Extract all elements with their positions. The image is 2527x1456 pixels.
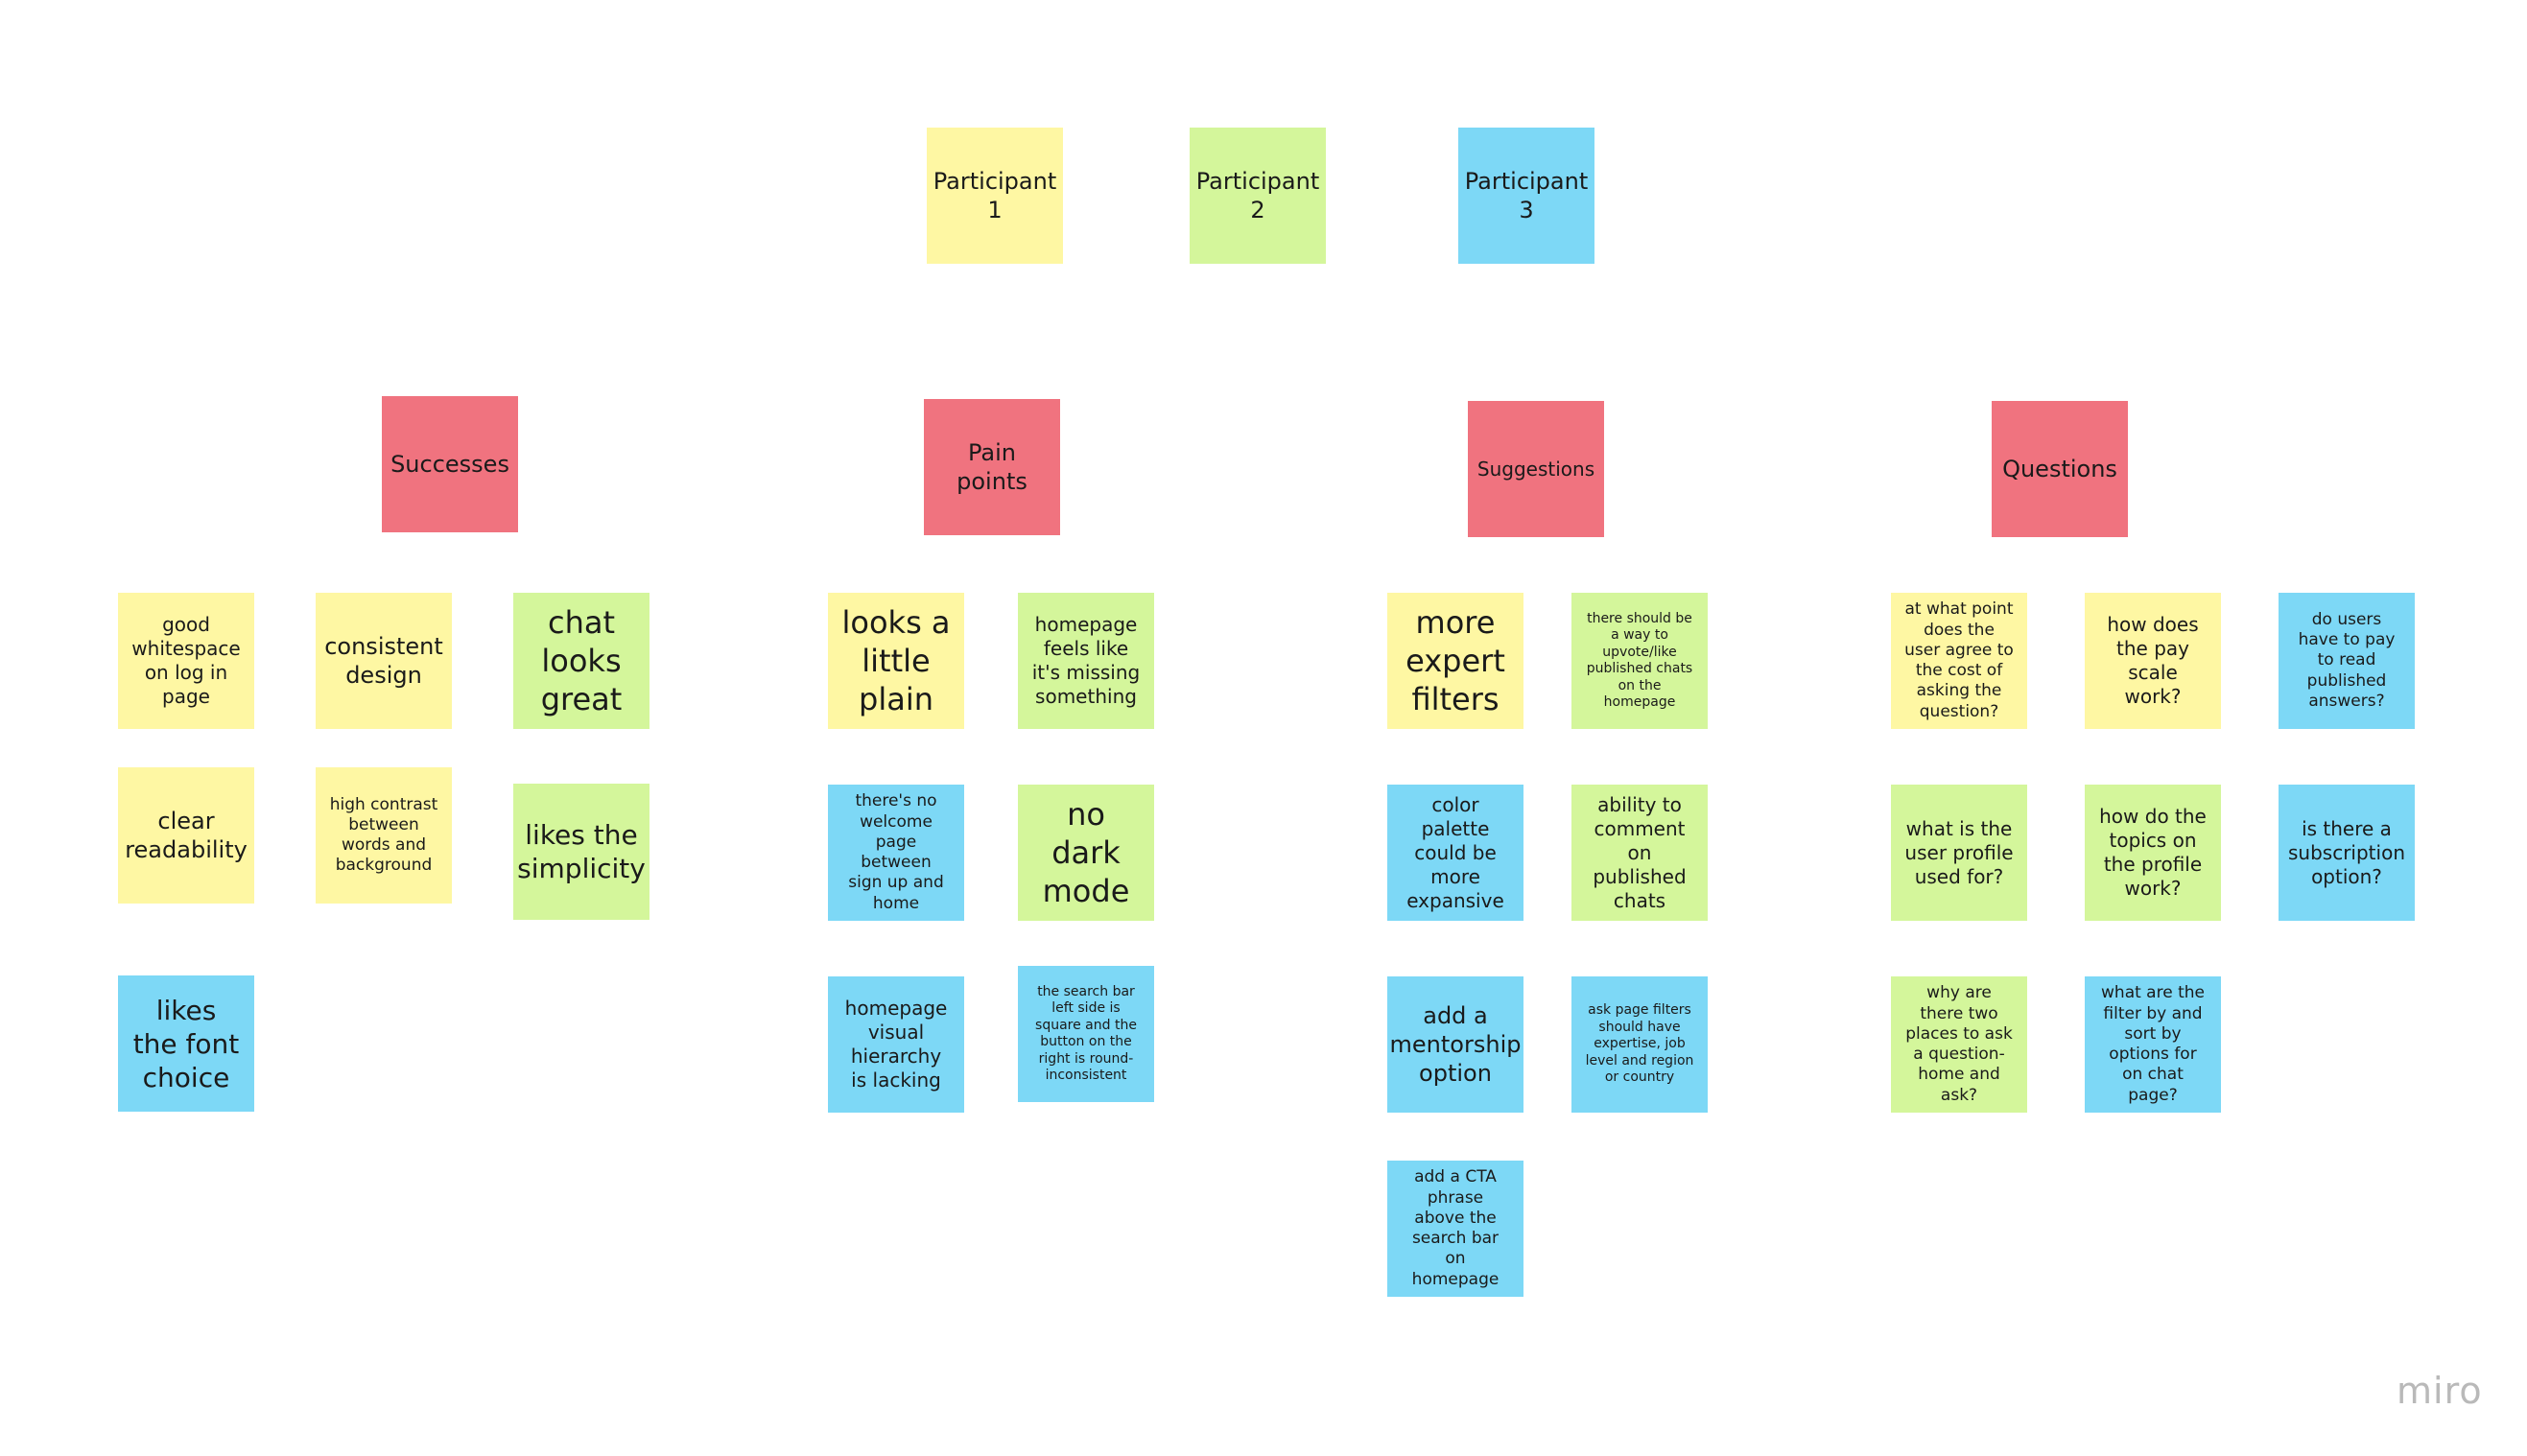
sticky-text: ask page filters should have expertise, … (1585, 1002, 1694, 1086)
miro-logo: miro (2397, 1370, 2483, 1412)
sticky-pain-point[interactable]: looks a little plain (828, 593, 964, 729)
sticky-question[interactable]: what is the user profile used for? (1891, 785, 2027, 921)
sticky-success[interactable]: likes the simplicity (513, 784, 649, 920)
sticky-text: how does the pay scale work? (2107, 613, 2199, 708)
sticky-success[interactable]: consistent design (316, 593, 452, 729)
sticky-participant-3[interactable]: Participant 3 (1458, 128, 1594, 264)
sticky-pain-point[interactable]: homepage feels like it's missing somethi… (1018, 593, 1154, 729)
sticky-text: chat looks great (540, 604, 623, 717)
sticky-text: more expert filters (1405, 604, 1505, 717)
sticky-question[interactable]: at what point does the user agree to the… (1891, 593, 2027, 729)
sticky-text: likes the simplicity (517, 819, 646, 884)
sticky-text: ability to comment on published chats (1593, 792, 1687, 912)
sticky-text: how do the topics on the profile work? (2099, 805, 2207, 900)
sticky-suggestion[interactable]: color palette could be more expansive (1387, 785, 1523, 921)
sticky-text: no dark mode (1042, 796, 1130, 909)
sticky-participant-1[interactable]: Participant 1 (927, 128, 1063, 264)
sticky-text: Participant 1 (933, 168, 1057, 223)
sticky-pain-point[interactable]: no dark mode (1018, 785, 1154, 921)
sticky-question[interactable]: what are the filter by and sort by optio… (2085, 976, 2221, 1113)
sticky-text: why are there two places to ask a questi… (1905, 983, 2013, 1105)
sticky-participant-2[interactable]: Participant 2 (1190, 128, 1326, 264)
sticky-suggestion[interactable]: ask page filters should have expertise, … (1571, 976, 1708, 1113)
sticky-text: there's no welcome page between sign up … (848, 791, 944, 913)
sticky-text: looks a little plain (841, 604, 951, 717)
sticky-success[interactable]: good whitespace on log in page (118, 593, 254, 729)
sticky-text: good whitespace on log in page (131, 613, 241, 708)
sticky-text: there should be a way to upvote/like pub… (1586, 610, 1693, 711)
sticky-text: the search bar left side is square and t… (1035, 983, 1137, 1084)
sticky-text: add a CTA phrase above the search bar on… (1411, 1167, 1500, 1289)
sticky-text: what is the user profile used for? (1904, 816, 2014, 888)
sticky-text: likes the font choice (132, 994, 240, 1093)
sticky-category-successes[interactable]: Successes (382, 396, 518, 532)
sticky-text: consistent design (324, 633, 443, 689)
sticky-text: Successes (390, 451, 509, 478)
sticky-suggestion[interactable]: add a CTA phrase above the search bar on… (1387, 1161, 1523, 1297)
sticky-text: color palette could be more expansive (1406, 792, 1504, 912)
sticky-question[interactable]: do users have to pay to read published a… (2279, 593, 2415, 729)
sticky-text: what are the filter by and sort by optio… (2101, 983, 2205, 1105)
sticky-suggestion[interactable]: there should be a way to upvote/like pub… (1571, 593, 1708, 729)
sticky-text: add a mentorship option (1389, 1002, 1522, 1087)
sticky-text: is there a subscription option? (2288, 816, 2405, 888)
sticky-question[interactable]: how does the pay scale work? (2085, 593, 2221, 729)
sticky-text: Participant 2 (1195, 168, 1320, 223)
sticky-success[interactable]: chat looks great (513, 593, 649, 729)
sticky-text: Suggestions (1476, 457, 1595, 481)
sticky-success[interactable]: high contrast between words and backgrou… (316, 767, 452, 904)
sticky-text: at what point does the user agree to the… (1904, 599, 2014, 721)
sticky-text: do users have to pay to read published a… (2298, 609, 2396, 711)
sticky-question[interactable]: why are there two places to ask a questi… (1891, 976, 2027, 1113)
sticky-suggestion[interactable]: ability to comment on published chats (1571, 785, 1708, 921)
sticky-pain-point[interactable]: there's no welcome page between sign up … (828, 785, 964, 921)
sticky-question[interactable]: how do the topics on the profile work? (2085, 785, 2221, 921)
sticky-pain-point[interactable]: the search bar left side is square and t… (1018, 966, 1154, 1102)
sticky-suggestion[interactable]: more expert filters (1387, 593, 1523, 729)
sticky-category-pain-points[interactable]: Pain points (924, 399, 1060, 535)
sticky-text: homepage feels like it's missing somethi… (1031, 613, 1141, 708)
sticky-text: Pain points (956, 439, 1027, 495)
sticky-question[interactable]: is there a subscription option? (2279, 785, 2415, 921)
sticky-suggestion[interactable]: add a mentorship option (1387, 976, 1523, 1113)
sticky-text: Questions (2002, 456, 2117, 482)
sticky-pain-point[interactable]: homepage visual hierarchy is lacking (828, 976, 964, 1113)
sticky-text: homepage visual hierarchy is lacking (844, 997, 948, 1092)
sticky-category-questions[interactable]: Questions (1992, 401, 2128, 537)
sticky-category-suggestions[interactable]: Suggestions (1468, 401, 1604, 537)
sticky-text: clear readability (125, 808, 248, 863)
sticky-text: high contrast between words and backgrou… (329, 794, 438, 876)
sticky-success[interactable]: likes the font choice (118, 975, 254, 1112)
sticky-text: Participant 3 (1464, 168, 1589, 223)
sticky-success[interactable]: clear readability (118, 767, 254, 904)
